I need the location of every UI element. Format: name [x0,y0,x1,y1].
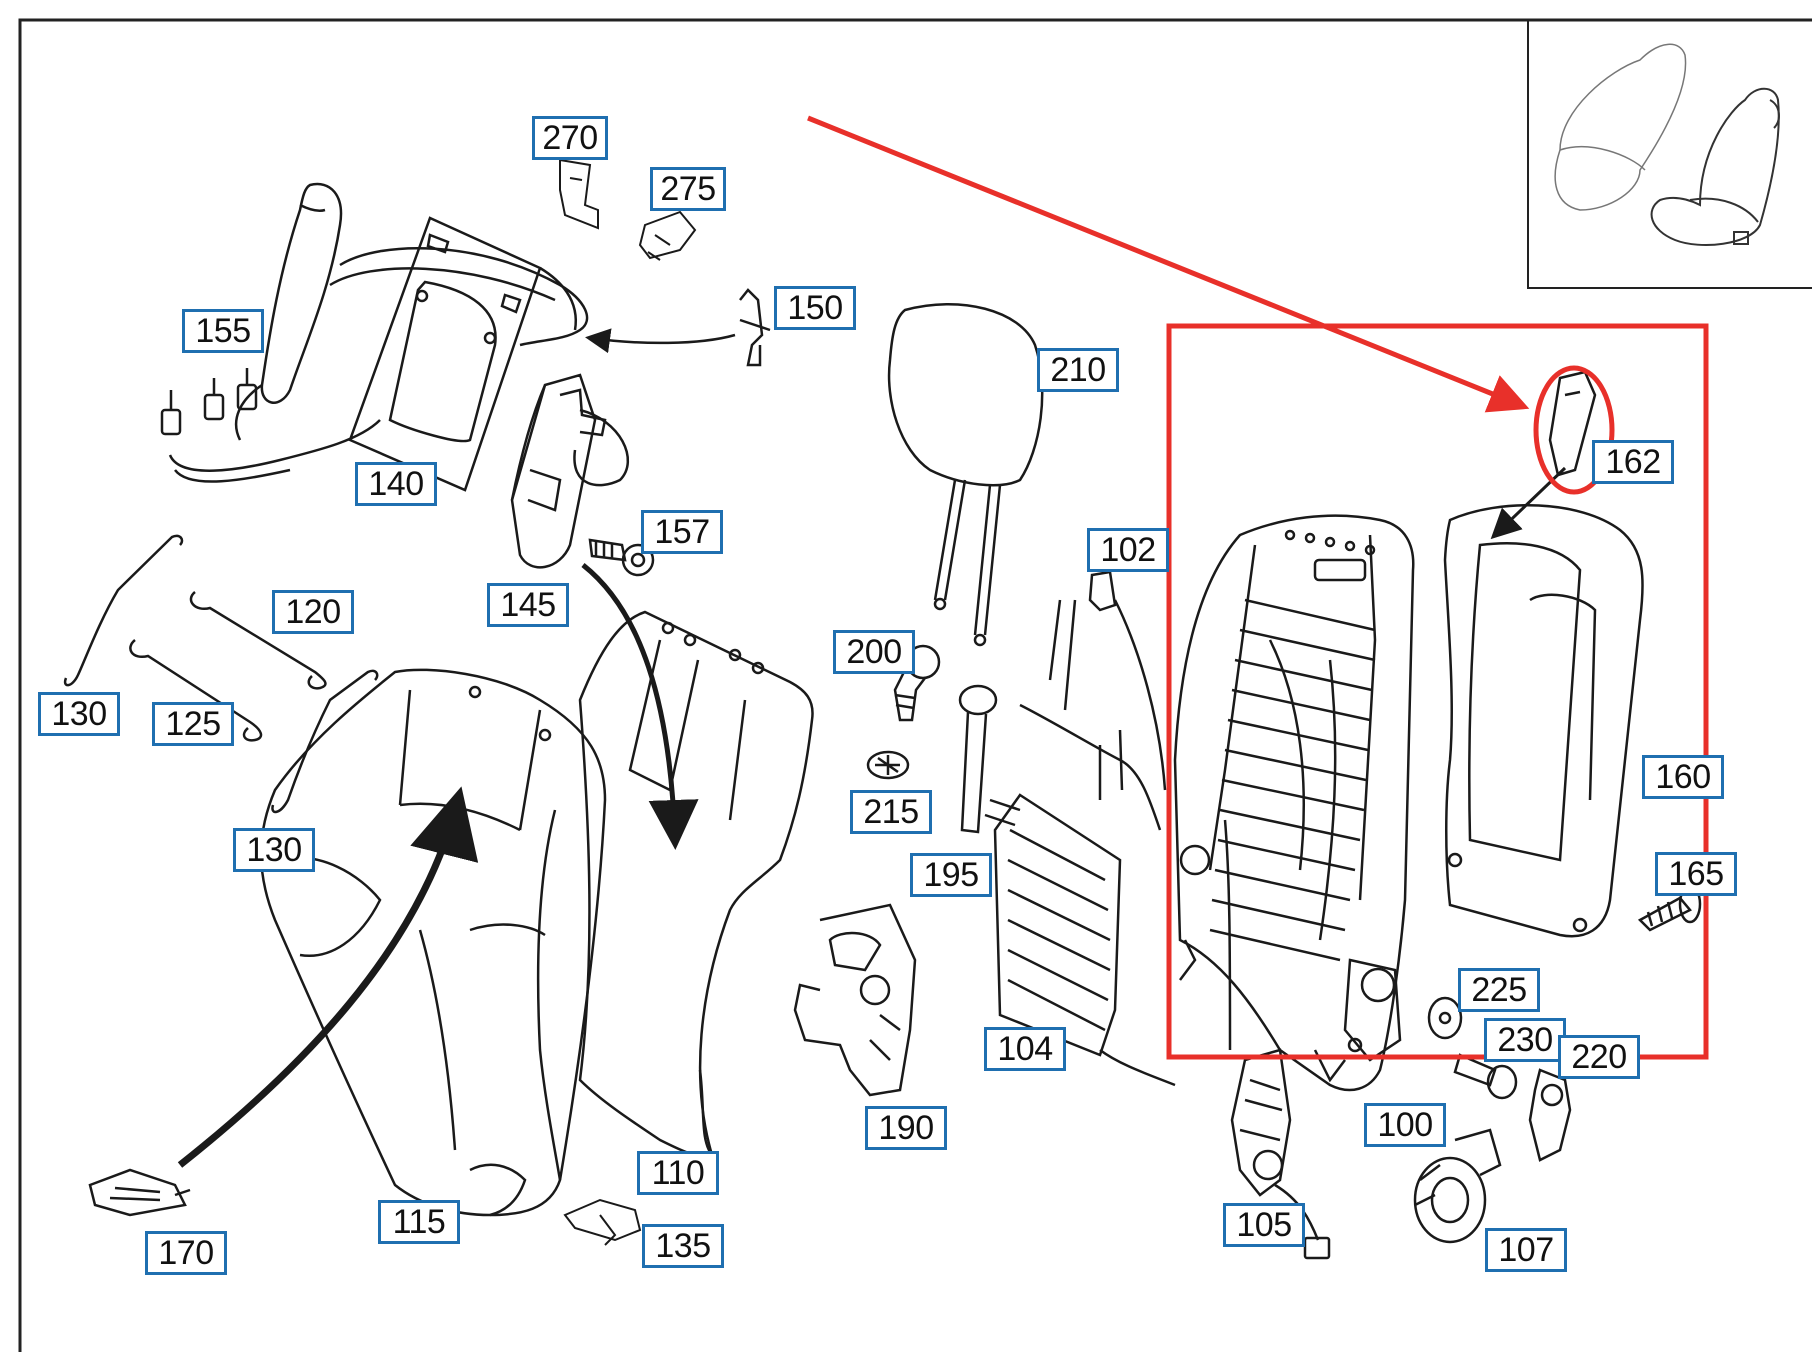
part-135-clip [563,1198,642,1246]
part-150-connector [585,288,771,367]
part-label-160: 160 [1642,755,1724,799]
part-162-trim [1548,370,1597,477]
part-120-rod [189,591,327,690]
part-130-rod-bottom [271,669,379,814]
part-label-102: 102 [1087,528,1169,572]
part-230-bolt [1453,1053,1518,1100]
part-label-275: 275 [650,167,726,211]
red-arrow-to-162 [807,115,1530,413]
part-270-clip [559,158,599,230]
part-210-headrest [887,303,1044,647]
part-label-220: 220 [1558,1035,1640,1079]
part-105-motor [1223,819,1331,1260]
part-100-backrest-frame [1173,514,1415,1092]
part-label-210: 210 [1037,348,1119,392]
arrow-170-to-115 [177,786,479,1168]
part-140-heating-mat [329,216,589,492]
part-160-back-panel [1443,504,1644,938]
part-label-195: 195 [910,853,992,897]
diagram-border [18,18,1812,1352]
part-220-lever [1528,1068,1572,1162]
part-label-230: 230 [1484,1018,1566,1062]
part-155-bolster [160,182,381,483]
part-215-washer [866,750,910,780]
part-label-110: 110 [637,1151,719,1195]
part-145-side-housing [510,373,630,569]
part-label-155: 155 [182,309,264,353]
part-195-pin [958,684,998,834]
highlight-circle-162 [1533,365,1615,495]
part-label-135: 135 [642,1224,724,1268]
part-115-backrest-cover [259,668,607,1217]
part-label-162: 162 [1592,440,1674,484]
part-102-spring-hook [1088,570,1167,791]
part-label-215: 215 [850,790,932,834]
arrow-145-to-110 [581,563,699,850]
red-highlight-annotations [807,115,1709,1060]
seat-thumbnail [1527,20,1812,289]
part-label-105: 105 [1223,1203,1305,1247]
part-110-backrest-foam [578,610,814,1158]
part-label-157: 157 [641,510,723,554]
part-label-100: 100 [1364,1103,1446,1147]
part-label-190: 190 [865,1106,947,1150]
part-label-130-bottom: 130 [233,828,315,872]
part-label-170: 170 [145,1231,227,1275]
part-104-lumbar-support [984,599,1176,1087]
part-label-107: 107 [1485,1228,1567,1272]
highlight-box [1166,323,1709,1060]
arrow-162-to-160 [1490,466,1567,540]
part-label-115: 115 [378,1200,460,1244]
part-label-104: 104 [984,1027,1066,1071]
part-130-rod-top [63,534,184,687]
part-label-130-top: 130 [38,692,120,736]
part-225-washer [1427,996,1463,1040]
part-157-bolt [588,538,655,577]
part-170-handle [88,1168,191,1217]
part-label-150: 150 [774,286,856,330]
part-label-120: 120 [272,590,354,634]
part-label-165: 165 [1655,852,1737,896]
part-275-clip [638,210,697,261]
part-label-125: 125 [152,702,234,746]
part-label-225: 225 [1458,968,1540,1012]
part-107-motor [1413,1128,1502,1244]
part-label-200: 200 [833,630,915,674]
part-label-145: 145 [487,583,569,627]
part-label-140: 140 [355,462,437,506]
part-125-rod [129,639,263,742]
part-190-motor-bracket [793,903,917,1097]
part-label-270: 270 [532,116,608,160]
